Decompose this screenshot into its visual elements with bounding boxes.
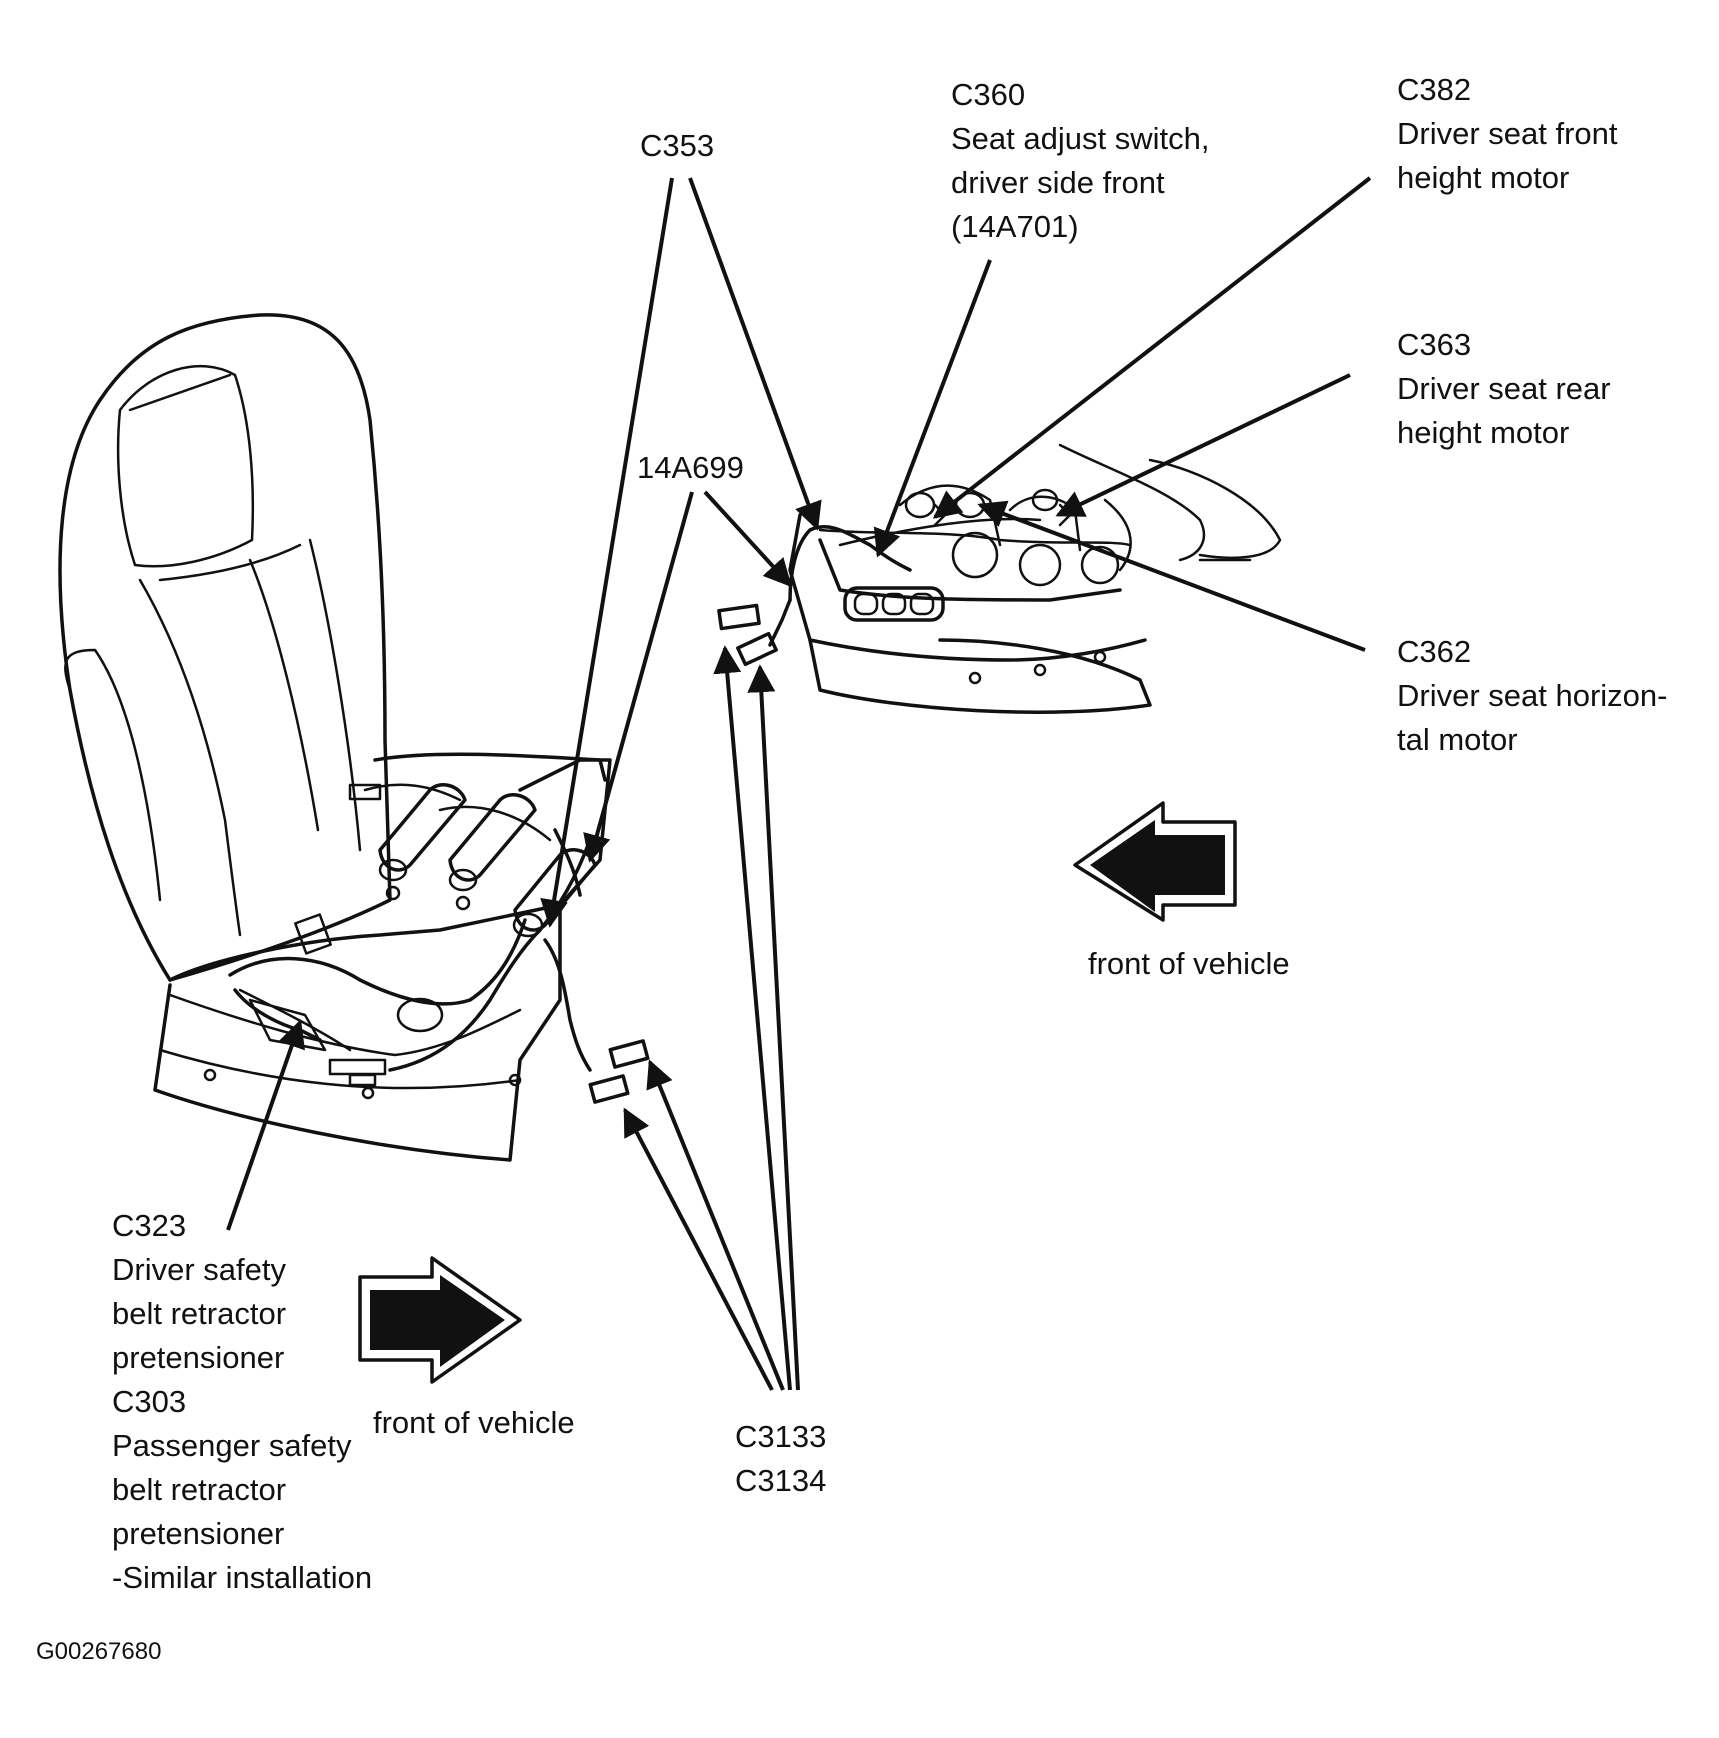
label-c362: C362 Driver seat horizon- tal motor xyxy=(1397,630,1667,762)
seat-frame-front-panel xyxy=(153,903,562,1162)
label-c363: C363 Driver seat rear height motor xyxy=(1397,323,1611,455)
c323-id: C323 xyxy=(112,1208,187,1243)
leader-lines xyxy=(226,176,1372,1391)
leader-c3133-4 xyxy=(747,664,800,1391)
c303-line-4: -Similar installation xyxy=(112,1560,373,1595)
c363-line-1: Driver seat rear xyxy=(1397,371,1611,406)
leader-c353-to-seat xyxy=(540,177,674,928)
c303-line-1: Passenger safety xyxy=(112,1428,352,1463)
c382-id: C382 xyxy=(1397,72,1472,107)
label-c360: C360 Seat adjust switch, driver side fro… xyxy=(951,73,1209,249)
label-c353: C353 xyxy=(640,124,714,168)
label-14a699: 14A699 xyxy=(637,446,744,490)
leader-c3133-3 xyxy=(713,645,792,1391)
leader-c362 xyxy=(977,500,1366,652)
front-of-vehicle-upper-text: front of vehicle xyxy=(1088,946,1290,981)
label-front-of-vehicle-lower: front of vehicle xyxy=(373,1401,575,1445)
leader-c382 xyxy=(932,176,1372,519)
leader-c3133-1 xyxy=(623,1107,774,1391)
front-of-vehicle-arrow-lower xyxy=(358,1256,522,1384)
front-of-vehicle-lower-text: front of vehicle xyxy=(373,1405,575,1440)
c323-line-2: belt retractor xyxy=(112,1296,287,1331)
c382-line-2: height motor xyxy=(1397,160,1570,195)
c3134-id: C3134 xyxy=(735,1463,827,1498)
c360-line-3: (14A701) xyxy=(951,209,1079,244)
c360-id: C360 xyxy=(951,77,1026,112)
leader-14a699-to-seat xyxy=(583,491,694,863)
c382-line-1: Driver seat front xyxy=(1397,116,1618,151)
seat-wiring-harness xyxy=(228,828,592,1087)
c353-id: C353 xyxy=(640,128,715,163)
harness-id: 14A699 xyxy=(637,450,744,485)
seat-adjust-switch xyxy=(843,586,945,622)
leader-c353-to-base xyxy=(688,177,822,531)
c3133-id: C3133 xyxy=(735,1419,827,1454)
c362-line-2: tal motor xyxy=(1397,722,1518,757)
front-of-vehicle-arrow-upper xyxy=(1073,801,1237,922)
leader-c3133-2 xyxy=(646,1059,785,1391)
c360-line-2: driver side front xyxy=(951,165,1165,200)
c323-line-1: Driver safety xyxy=(112,1252,286,1287)
leader-14a699-to-base xyxy=(703,490,792,588)
left-connectors xyxy=(588,1039,650,1104)
label-c382: C382 Driver seat front height motor xyxy=(1397,68,1618,200)
leader-c323 xyxy=(226,1019,305,1231)
leader-c363 xyxy=(1055,373,1351,517)
leader-c360 xyxy=(873,259,992,558)
seat-cushion xyxy=(168,758,612,982)
label-front-of-vehicle-upper: front of vehicle xyxy=(1088,942,1290,986)
seat-back-side-bolster xyxy=(64,648,162,902)
c363-id: C363 xyxy=(1397,327,1472,362)
c303-line-2: belt retractor xyxy=(112,1472,287,1507)
seat-frame-rear xyxy=(373,752,607,782)
label-c323-c303: C323 Driver safety belt retractor preten… xyxy=(112,1204,372,1600)
c362-id: C362 xyxy=(1397,634,1472,669)
seat-back-inner-panel xyxy=(116,365,255,568)
figure-id: G00267680 xyxy=(36,1638,162,1665)
label-c3133-c3134: C3133 C3134 xyxy=(735,1415,826,1503)
seat-base-detail-drawing xyxy=(717,443,1282,714)
c362-line-1: Driver seat horizon- xyxy=(1397,678,1668,713)
c363-line-2: height motor xyxy=(1397,415,1570,450)
c303-line-3: pretensioner xyxy=(112,1516,285,1551)
seat-back xyxy=(58,313,392,982)
driver-seat-drawing xyxy=(58,313,650,1162)
c303-id: C303 xyxy=(112,1384,187,1419)
c360-line-1: Seat adjust switch, xyxy=(951,121,1210,156)
c323-line-3: pretensioner xyxy=(112,1340,285,1375)
